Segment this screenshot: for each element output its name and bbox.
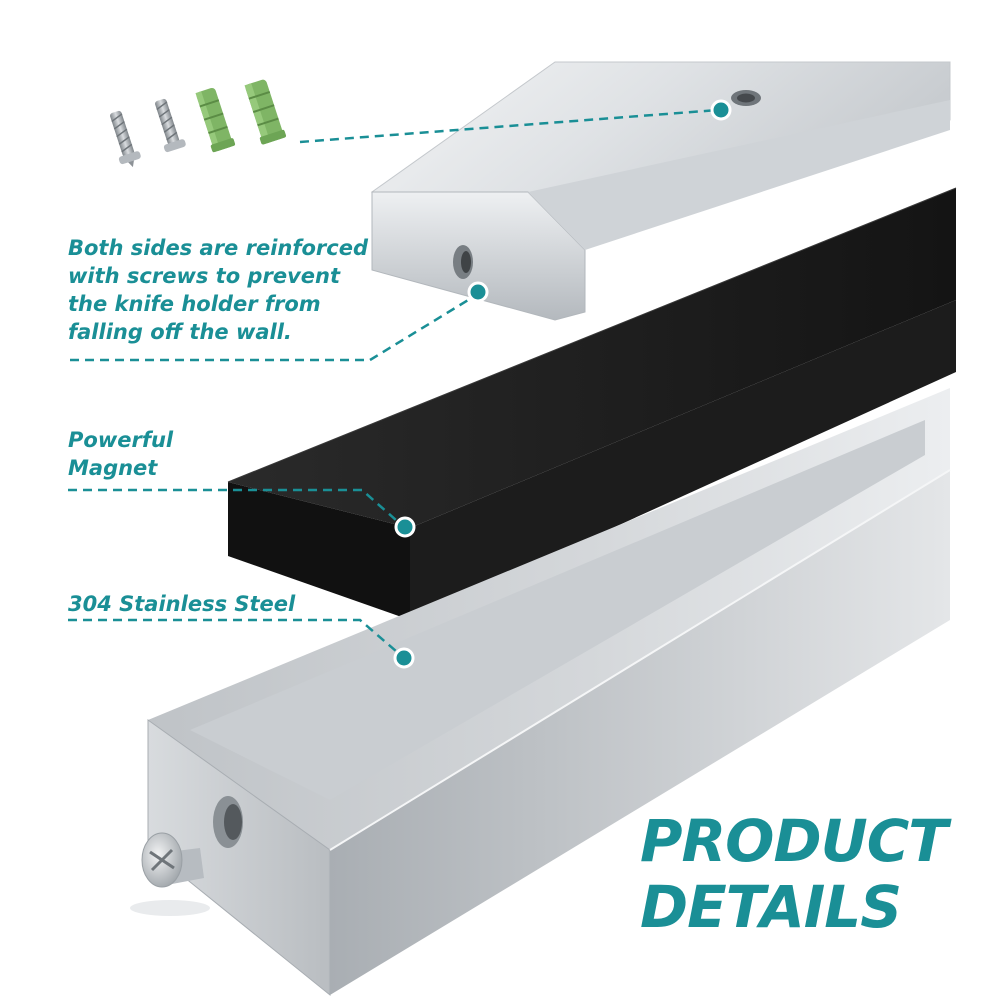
stainless-tray (147, 388, 951, 997)
screws-label-line-1: Both sides are reinforced (68, 236, 368, 260)
callout-dot-steel (393, 647, 415, 669)
callout-dot-magnet (394, 516, 416, 538)
screws-callout-label: Both sides are reinforced with screws to… (68, 234, 368, 346)
steel-callout-label: 304 Stainless Steel (68, 592, 296, 616)
top-cover-plate (370, 61, 951, 321)
product-details-headline: PRODUCT DETAILS (640, 807, 948, 941)
countersunk-bolt-icon (130, 832, 210, 916)
screws-label-line-2: with screws to prevent (68, 264, 340, 288)
screws-label-line-4: falling off the wall. (68, 320, 292, 344)
callout-dot-top-hole (710, 99, 732, 121)
magnet-callout-label: Powerful Magnet (68, 426, 173, 482)
wall-anchor-icon (195, 79, 287, 153)
callout-dots (393, 99, 732, 669)
screws-label-line-3: the knife holder from (68, 292, 321, 316)
magnet-label-line-1: Powerful (68, 428, 174, 452)
magnet-label-line-2: Magnet (68, 456, 158, 480)
callout-dot-side-hole (467, 281, 489, 303)
magnet-block (227, 187, 957, 620)
headline-line-2: DETAILS (640, 873, 902, 941)
wood-screw-icon (110, 98, 186, 168)
headline-line-1: PRODUCT (640, 807, 948, 875)
callout-lines (68, 108, 719, 659)
